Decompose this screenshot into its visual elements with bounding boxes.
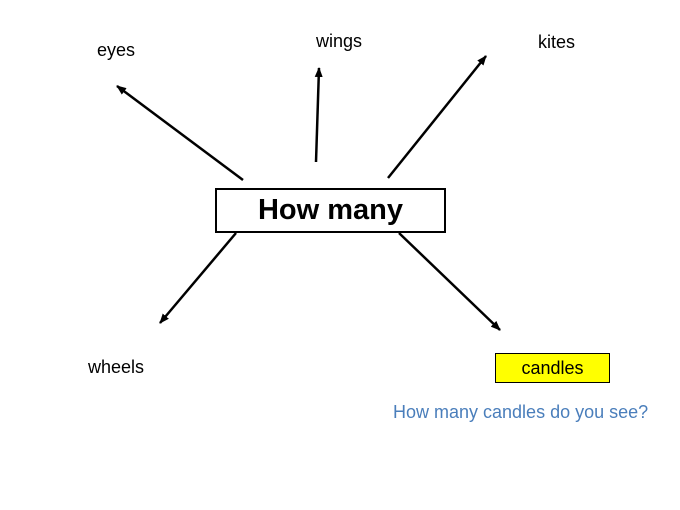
arrow-to-kites bbox=[387, 55, 487, 179]
center-topic-label: How many bbox=[257, 194, 404, 226]
arrow-to-candles bbox=[398, 232, 501, 331]
word-eyes: eyes bbox=[97, 40, 136, 60]
word-wings: wings bbox=[316, 31, 363, 51]
arrow-to-eyes bbox=[116, 84, 244, 182]
center-topic-box: How many bbox=[215, 188, 446, 233]
arrow-to-wheels bbox=[159, 232, 237, 324]
question-text: How many candles do you see? bbox=[393, 402, 649, 422]
word-wheels: wheels bbox=[88, 357, 145, 377]
word-candles: candles bbox=[521, 357, 584, 378]
arrow-to-wings bbox=[314, 67, 323, 163]
word-kites: kites bbox=[538, 32, 576, 52]
candles-highlight-box: candles bbox=[495, 353, 610, 383]
